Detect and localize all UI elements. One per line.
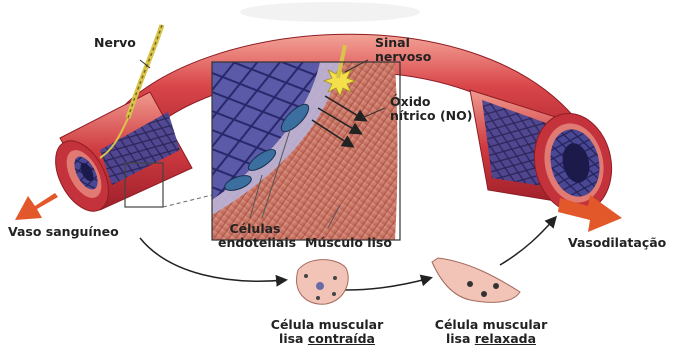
label-contracted-state: contraída bbox=[308, 331, 375, 346]
relaxed-cell bbox=[432, 258, 520, 302]
watermark-shape bbox=[240, 2, 420, 22]
label-nerve: Nervo bbox=[94, 36, 136, 49]
label-nitric-oxide-2: nítrico (NO) bbox=[390, 109, 472, 122]
arrow-to-relaxed bbox=[345, 278, 430, 290]
flow-arrow-right bbox=[558, 195, 622, 232]
label-vasodilation: Vasodilatação bbox=[568, 236, 666, 249]
flow-arrow-left bbox=[15, 193, 58, 220]
label-nerve-signal-1: Sinal bbox=[375, 36, 410, 49]
label-relaxed-state: relaxada bbox=[475, 331, 536, 346]
label-relaxed-prefix: lisa bbox=[446, 331, 475, 346]
label-blood-vessel: Vaso sanguíneo bbox=[8, 225, 119, 238]
magnified-inset bbox=[212, 45, 400, 240]
arrow-to-vasodilation bbox=[500, 218, 555, 265]
label-endothelial-1: Células bbox=[218, 222, 292, 236]
label-contracted-1: Célula muscular bbox=[268, 318, 386, 332]
contracted-cell bbox=[297, 260, 349, 305]
label-contracted-prefix: lisa bbox=[279, 331, 308, 346]
label-nitric-oxide-1: Óxido bbox=[390, 95, 431, 108]
label-contracted-2: lisa contraída bbox=[268, 332, 386, 346]
label-relaxed-2: lisa relaxada bbox=[430, 332, 552, 346]
label-endothelial-2: endoteliais bbox=[218, 236, 292, 250]
label-nerve-signal-2: nervoso bbox=[375, 50, 431, 63]
label-relaxed-1: Célula muscular bbox=[430, 318, 552, 332]
label-smooth-muscle: Músculo liso bbox=[305, 236, 392, 249]
